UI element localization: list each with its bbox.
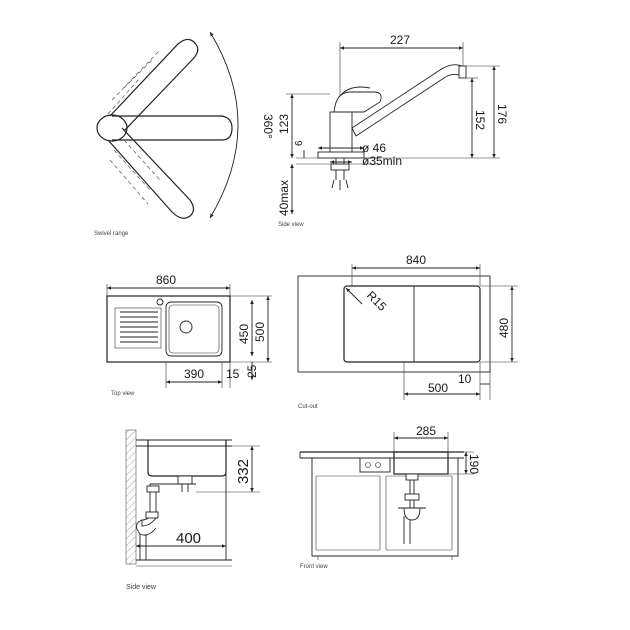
tap-body-height-dim: 123 (277, 114, 291, 134)
spout-lower (107, 127, 195, 219)
worktop-outline (297, 275, 491, 373)
cutout-radius-dim: R15 (364, 288, 390, 314)
install-front-panel: 285 190 Front view (299, 424, 481, 570)
tap-hole (156, 298, 164, 306)
tap-hole-diameter-dim: ø35min (362, 154, 402, 168)
top-depth-dim: 500 (253, 322, 267, 342)
cutout-width-dim: 840 (406, 253, 426, 267)
cabinet-body (311, 457, 459, 557)
swivel-arc (209, 31, 239, 219)
top-bowl-depth-dim: 450 (237, 324, 251, 344)
sink-outline (106, 295, 231, 363)
cutout-shape (343, 285, 481, 363)
front-view-caption: Front view (300, 564, 328, 570)
front-height-dim: 190 (467, 454, 481, 474)
swivel-caption: Swivel range (94, 231, 129, 237)
bowl-section (147, 440, 227, 477)
install-trap-dim: 400 (176, 530, 201, 547)
spout-upper (109, 38, 199, 132)
cutout-bowl-width-dim: 500 (428, 381, 448, 395)
top-bowl-width-dim: 390 (184, 367, 204, 381)
spout-right (112, 115, 233, 141)
bowl-front (393, 451, 449, 475)
install-side-panel: 332 400 Side view (125, 429, 260, 591)
front-trap (398, 473, 426, 544)
spout-ghost-upper (107, 49, 161, 115)
tap-fixing (330, 158, 350, 190)
top-view-panel: 860 450 500 390 15 (106, 273, 272, 397)
tap-reach-dim: 227 (390, 33, 410, 47)
swivel-range-panel: 360° Swivel range (94, 31, 275, 237)
cutout-panel: 840 R15 480 500 10 Cut-out (297, 253, 518, 410)
front-bowl-dim: 285 (416, 424, 436, 438)
top-view-caption: Top view (111, 391, 135, 397)
tap-side-panel: 227 123 6 40ma (277, 33, 509, 228)
top-edge2-dim: 25 (245, 364, 259, 378)
top-width-dim: 860 (156, 273, 176, 287)
cutout-depth-dim: 480 (497, 318, 511, 338)
tap-base-diameter-dim: ø 46 (362, 141, 386, 155)
drainer-grooves (114, 307, 162, 349)
drainer-area (359, 457, 391, 473)
cutout-edge-dim: 10 (458, 372, 472, 386)
tap-spout (351, 64, 467, 137)
cutout-caption: Cut-out (298, 404, 318, 410)
top-edge-dim: 15 (226, 367, 240, 381)
tap-side-caption: Side view (278, 222, 304, 228)
tap-max-thickness-dim: 40max (277, 180, 291, 216)
swivel-angle-label: 360° (261, 114, 275, 139)
spout-ghost-lower (109, 139, 161, 205)
tap-offset-dim: 6 (294, 140, 305, 146)
sink-bowl (165, 301, 223, 357)
tap-spout-height-dim: 152 (473, 110, 487, 130)
install-depth-dim: 332 (235, 459, 252, 484)
wall (125, 429, 137, 565)
install-side-caption: Side view (126, 584, 157, 591)
drain (179, 320, 193, 334)
tap-height-total-dim: 176 (495, 104, 509, 124)
tap-body (317, 86, 382, 159)
waste-trap (136, 475, 196, 560)
